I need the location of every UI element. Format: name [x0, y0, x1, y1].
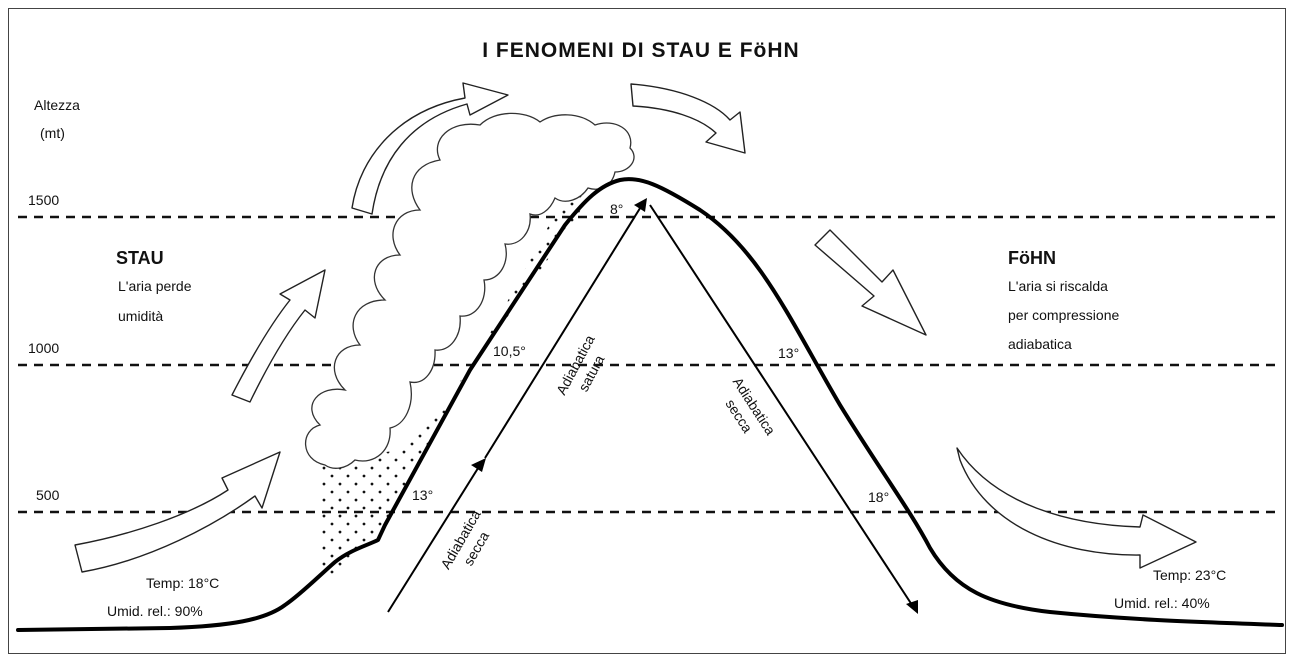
dry-adiabatic-ascent-arrow [387, 458, 486, 613]
altitude-unit: (mt) [40, 125, 65, 141]
cloud-icon [304, 112, 635, 469]
fohn-heading: FöHN [1008, 248, 1056, 268]
right-temp: Temp: 23°C [1153, 567, 1226, 583]
left-humidity: Umid. rel.: 90% [107, 603, 203, 619]
temp-right-1000: 13° [778, 345, 799, 361]
fohn-line1: L'aria si riscalda [1008, 278, 1108, 294]
temp-left-500: 13° [412, 487, 433, 503]
airflow-arrow-top-left [351, 82, 509, 215]
fohn-line2: per compressione [1008, 307, 1119, 323]
level-label-1500: 1500 [28, 192, 59, 208]
saturated-ascent-label: Adiabatica satura [553, 332, 608, 397]
dry-adiabatic-descent-arrow [649, 204, 918, 614]
stau-line1: L'aria perde [118, 278, 192, 294]
altitude-label: Altezza [34, 97, 80, 113]
airflow-arrow-top-right [630, 83, 746, 154]
stau-line2: umidità [118, 308, 163, 324]
airflow-arrow-down-right [814, 229, 927, 336]
airflow-arrow-low-right [956, 447, 1197, 569]
level-label-1000: 1000 [28, 340, 59, 356]
right-humidity: Umid. rel.: 40% [1114, 595, 1210, 611]
temp-summit: 8° [610, 201, 623, 217]
precipitation-area [318, 185, 600, 580]
mountain-profile [16, 177, 1284, 632]
level-label-500: 500 [36, 487, 60, 503]
temp-right-500: 18° [868, 489, 889, 505]
temp-left-1000: 10,5° [493, 343, 526, 359]
airflow-arrow-up-left [231, 269, 326, 403]
stau-heading: STAU [116, 248, 164, 268]
saturated-adiabatic-ascent-arrow [484, 198, 647, 459]
left-temp: Temp: 18°C [146, 575, 219, 591]
fohn-line3: adiabatica [1008, 336, 1072, 352]
diagram-frame [8, 8, 1286, 654]
diagram-title: I FENOMENI DI STAU E FöHN [482, 39, 799, 62]
airflow-arrow-low-left [74, 451, 281, 573]
